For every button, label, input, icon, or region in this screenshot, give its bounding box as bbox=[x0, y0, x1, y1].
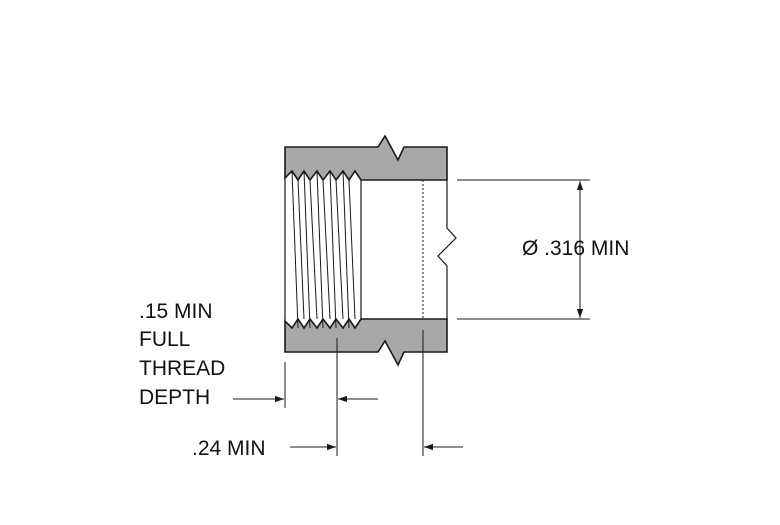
counterbore-depth-label: .24 MIN bbox=[192, 437, 266, 460]
thread-depth-label-line3: THREAD bbox=[139, 357, 225, 380]
thread-depth-label-line1: .15 MIN bbox=[139, 300, 213, 323]
bore-break-symbol bbox=[437, 180, 457, 319]
thread-lines bbox=[291, 170, 356, 329]
thread-depth-label-line4: DEPTH bbox=[139, 386, 210, 409]
top-wall-section bbox=[284, 134, 448, 182]
bottom-wall-section bbox=[284, 317, 448, 367]
diameter-label: Ø .316 MIN bbox=[522, 237, 629, 260]
thread-depth-label-line2: FULL bbox=[139, 328, 190, 351]
